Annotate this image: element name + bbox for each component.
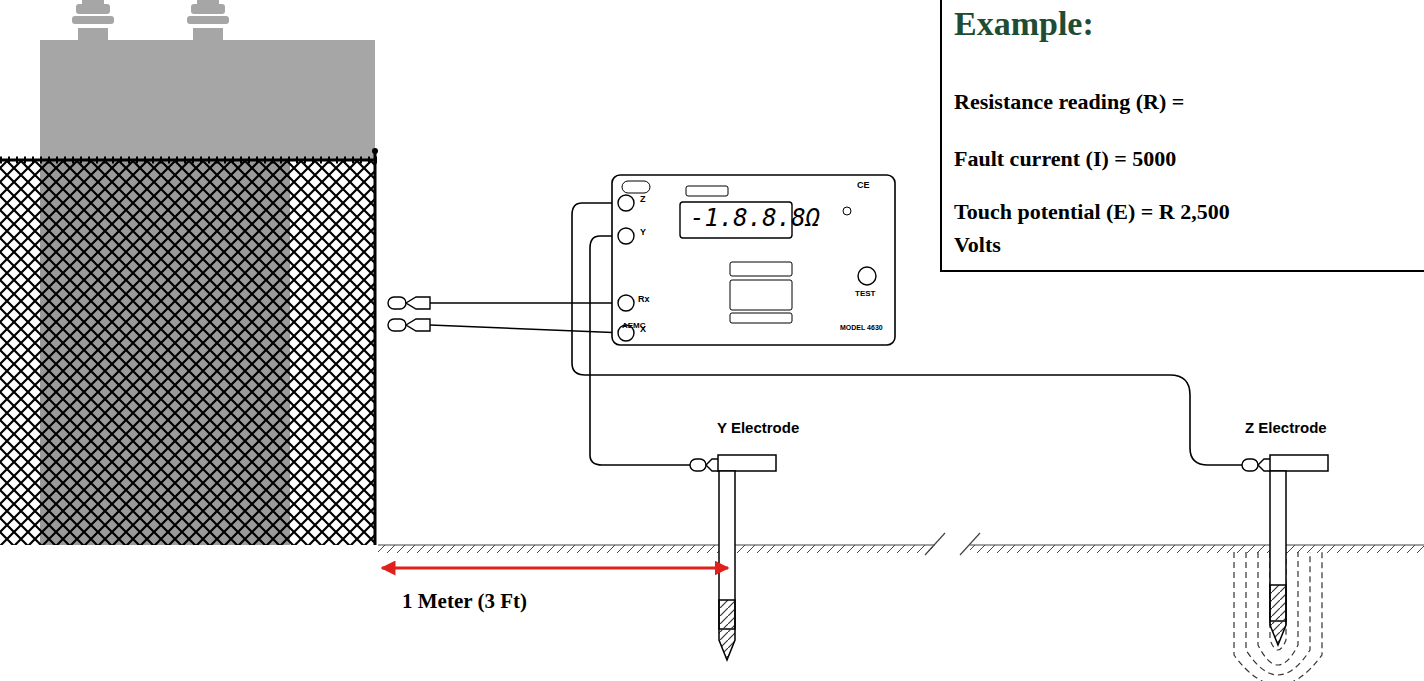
example-box: Example: Resistance reading (R) = Fault cu… <box>942 0 1424 261</box>
model-label: MODEL 4630 <box>840 324 883 332</box>
fence <box>0 148 378 545</box>
example-line: Resistance reading (R) = <box>954 85 1418 118</box>
z-electrode <box>1234 455 1328 681</box>
distance-arrow <box>382 567 728 570</box>
ground <box>378 533 1424 555</box>
distance-label: 1 Meter (3 Ft) <box>402 590 527 613</box>
electrode-label: Z Electrode <box>1245 420 1327 437</box>
ground-tester <box>612 175 895 345</box>
display-reading: -1.8.8.8Ω <box>690 205 820 231</box>
terminal-label: Z <box>640 195 646 205</box>
brand-label: AEMC <box>622 322 646 331</box>
example-heading: Example: <box>954 0 1418 49</box>
terminal-label: Rx <box>638 295 650 305</box>
example-line: Touch potential (E) = R 2,500 Volts <box>954 195 1246 261</box>
transformer <box>40 0 375 160</box>
y-electrode <box>718 455 776 660</box>
example-line: Fault current (I) = 5000 <box>954 142 1418 175</box>
terminal-label: Y <box>640 228 646 238</box>
electrode-label: Y Electrode <box>717 420 799 437</box>
mark-label: CE <box>857 181 870 191</box>
example-box-outline <box>941 0 1424 271</box>
button-label: TEST <box>855 290 875 299</box>
